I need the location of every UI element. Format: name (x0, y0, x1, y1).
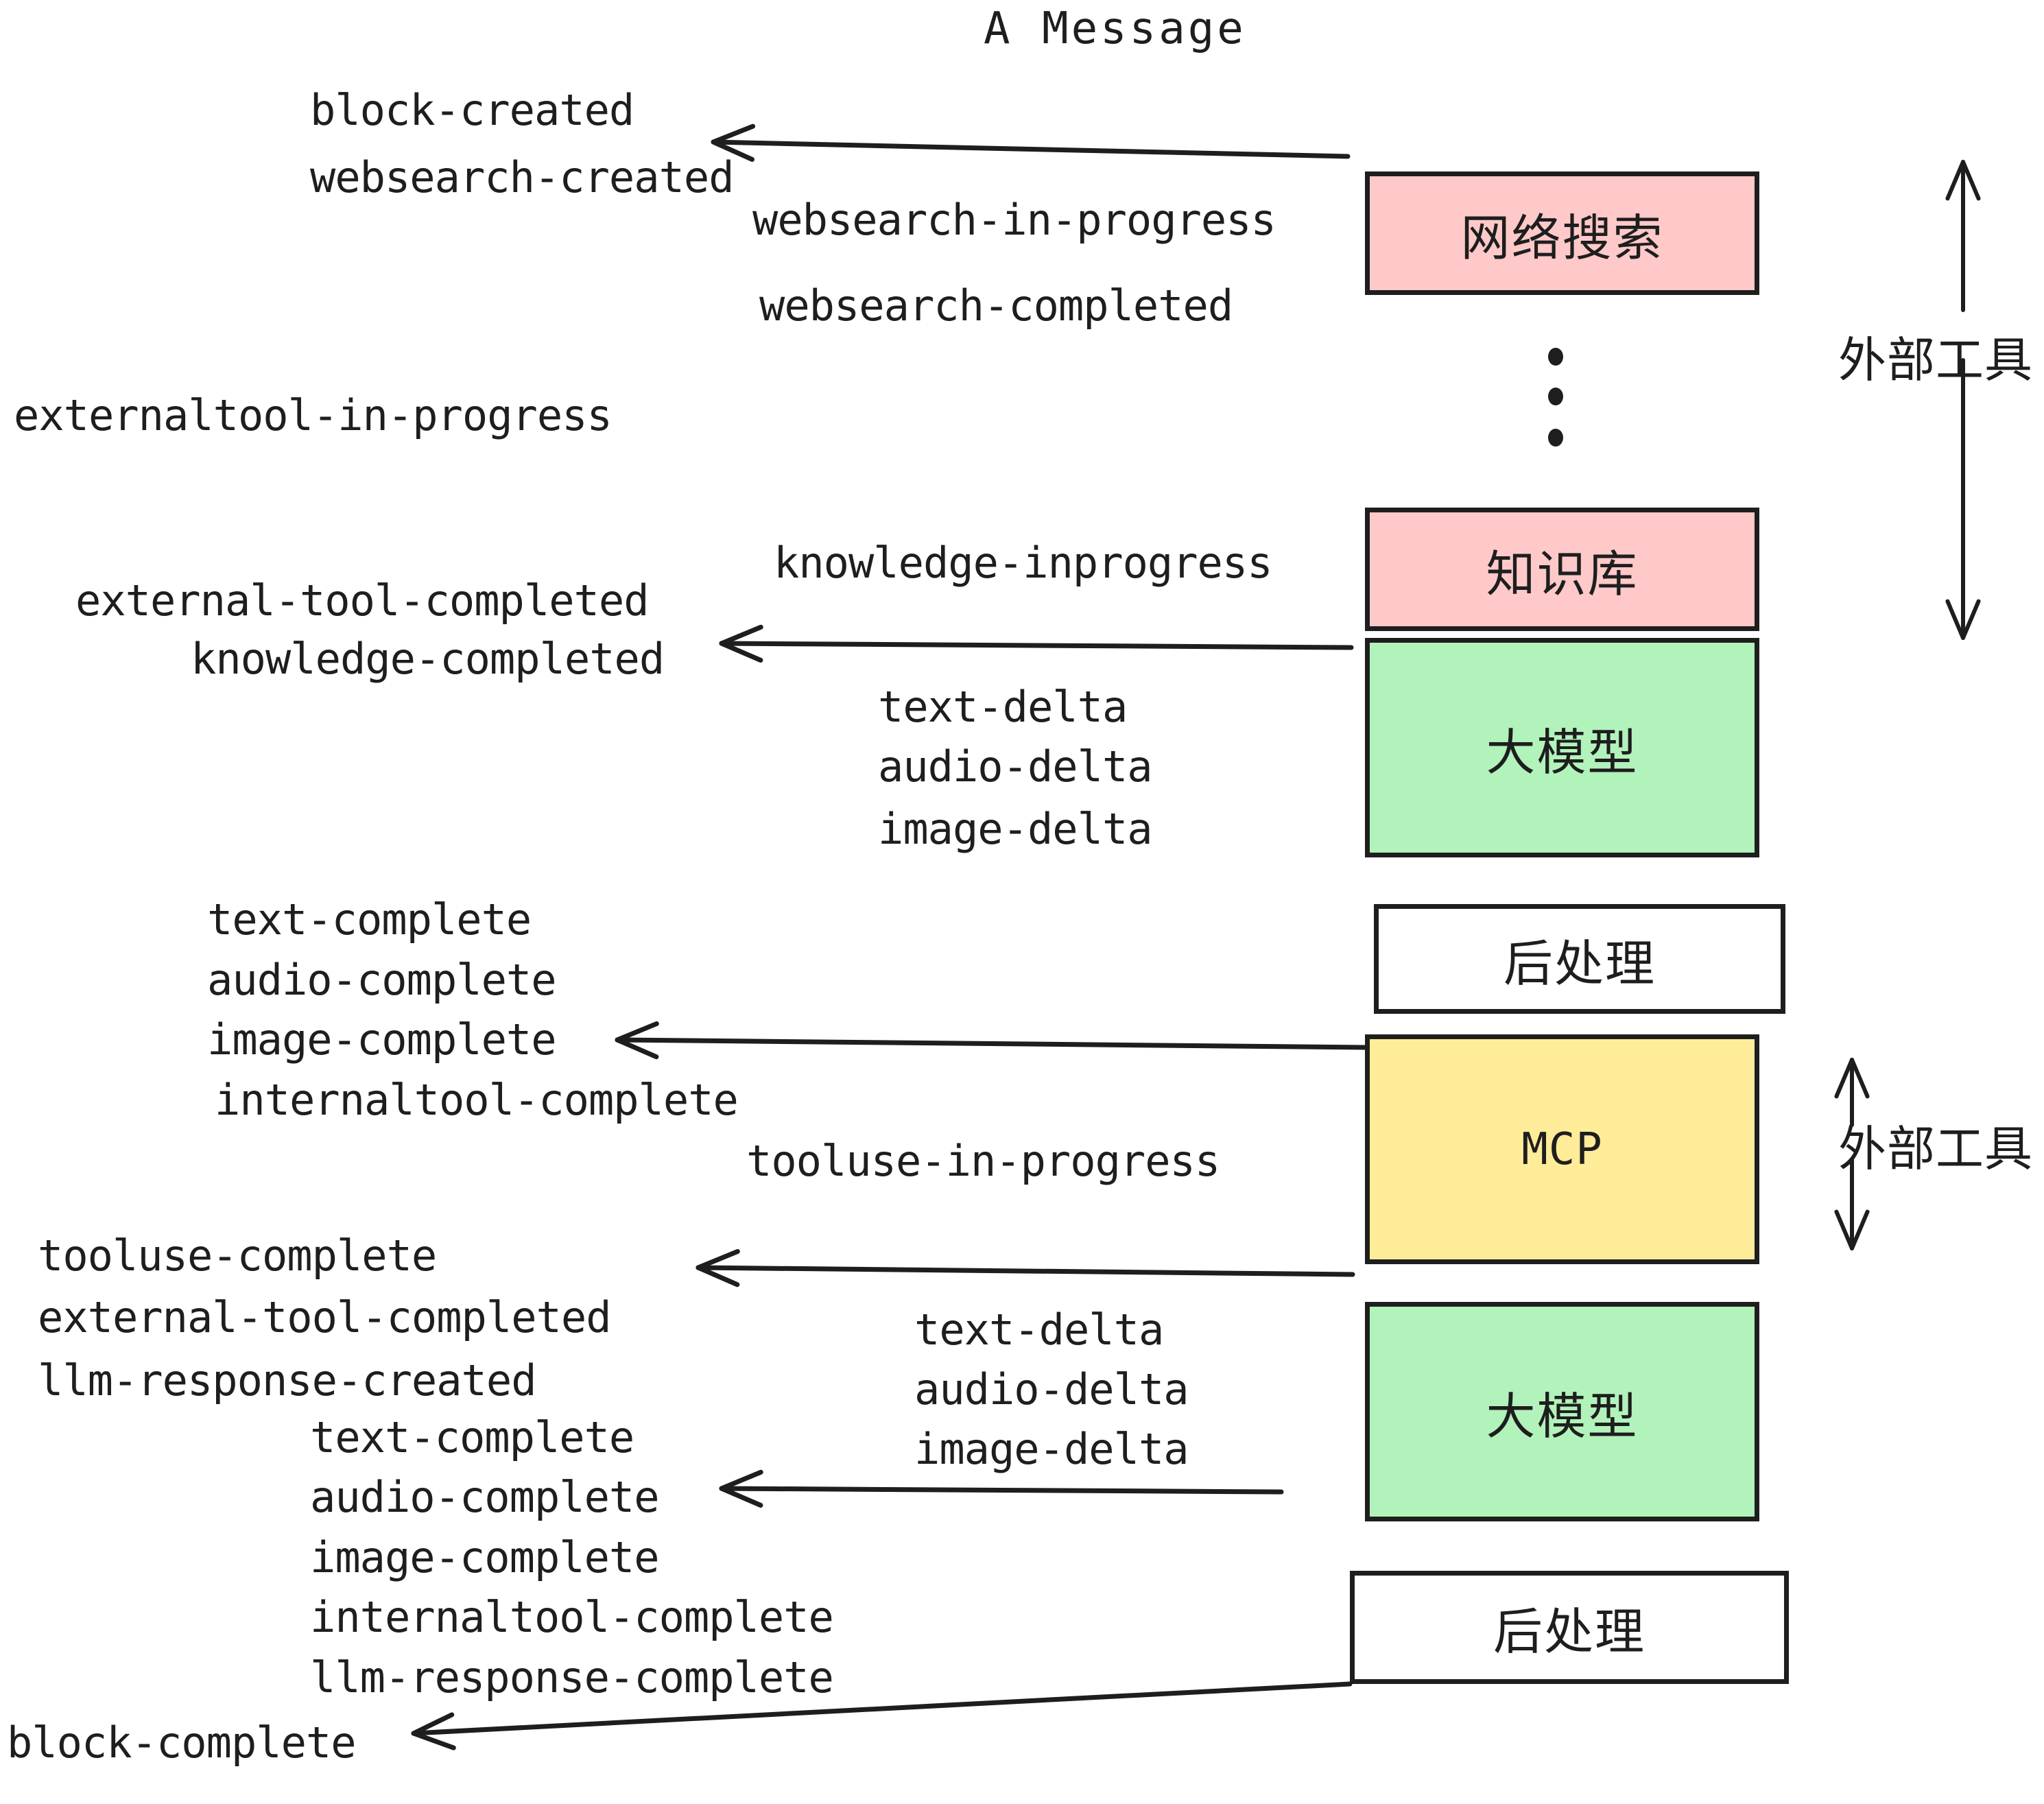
event-label-audio-complete-2: audio-complete (310, 1472, 660, 1522)
node-knowledge: 知识库 (1365, 508, 1759, 631)
node-llm-1: 大模型 (1365, 638, 1759, 857)
event-label-internaltool-complete-2: internaltool-complete (310, 1592, 834, 1642)
event-label-text-delta-2: text-delta (914, 1305, 1164, 1355)
node-llm-2: 大模型 (1365, 1302, 1759, 1521)
event-label-text-complete-1: text-complete (207, 894, 532, 945)
event-label-text-complete-2: text-complete (310, 1412, 634, 1462)
event-label-websearch-created: websearch-created (310, 152, 735, 202)
event-label-external-tool-completed-2: external-tool-completed (38, 1292, 612, 1342)
event-label-llm-response-created: llm-response-created (38, 1355, 537, 1405)
side-label-external-tool-top: 外部工具 (1838, 332, 2033, 388)
flow-arrow-knowledge-to-completed (719, 624, 1354, 663)
event-label-audio-complete-1: audio-complete (207, 955, 557, 1005)
event-label-internaltool-complete-1: internaltool-complete (215, 1075, 739, 1125)
event-label-block-complete: block-complete (7, 1718, 357, 1768)
node-label: 后处理 (1493, 1603, 1645, 1661)
event-label-image-complete-1: image-complete (207, 1014, 557, 1065)
event-label-tooluse-in-progress: tooluse-in-progress (746, 1136, 1220, 1186)
event-label-tooluse-complete: tooluse-complete (38, 1231, 437, 1281)
event-label-audio-delta-2: audio-delta (914, 1364, 1189, 1414)
node-label: 大模型 (1486, 1387, 1639, 1445)
ellipsis-dot-3 (1548, 429, 1563, 447)
flow-arrow-llm2-to-audio-complete (719, 1469, 1284, 1508)
event-label-llm-response-complete: llm-response-complete (310, 1652, 834, 1702)
flow-arrow-mcp-to-tooluse (696, 1248, 1355, 1287)
event-label-websearch-completed: websearch-completed (759, 281, 1233, 331)
side-label-external-tool-bottom: 外部工具 (1838, 1121, 2033, 1177)
node-label: 大模型 (1486, 723, 1639, 781)
node-label: 网络搜索 (1460, 209, 1664, 267)
side-arrow-external-tool-bottom-up (1834, 1058, 1870, 1127)
flow-arrow-postprocess-to-image (615, 1021, 1368, 1060)
event-label-image-delta-2: image-delta (914, 1424, 1189, 1474)
event-label-websearch-in-progress: websearch-in-progress (752, 195, 1276, 245)
flow-arrow-websearch-to-created (711, 123, 1351, 162)
event-label-text-delta-1: text-delta (878, 682, 1128, 732)
event-label-knowledge-inprogress: knowledge-inprogress (774, 538, 1273, 588)
node-label: 知识库 (1486, 545, 1639, 603)
ellipsis-dot-2 (1548, 388, 1563, 405)
side-arrow-external-tool-top-down (1945, 358, 1981, 640)
event-label-block-created: block-created (310, 85, 634, 135)
node-postprocess-1: 后处理 (1374, 904, 1785, 1014)
event-label-audio-delta-1: audio-delta (878, 741, 1153, 792)
event-label-knowledge-completed: knowledge-completed (191, 634, 665, 684)
side-arrow-external-tool-top-up (1945, 160, 1981, 312)
node-label: MCP (1521, 1124, 1603, 1175)
event-label-externaltool-in-progress: externaltool-in-progress (14, 390, 613, 440)
node-postprocess-2: 后处理 (1350, 1571, 1789, 1684)
side-arrow-group (1834, 160, 1981, 1250)
node-mcp: MCP (1365, 1034, 1759, 1264)
node-websearch: 网络搜索 (1365, 171, 1759, 295)
event-label-image-complete-2: image-complete (310, 1532, 660, 1582)
ellipsis-dot-1 (1548, 348, 1563, 366)
event-label-external-tool-completed-1: external-tool-completed (75, 575, 650, 626)
node-label: 后处理 (1503, 934, 1656, 993)
event-label-title: A Message (984, 3, 1246, 54)
event-label-image-delta-1: image-delta (878, 804, 1153, 854)
